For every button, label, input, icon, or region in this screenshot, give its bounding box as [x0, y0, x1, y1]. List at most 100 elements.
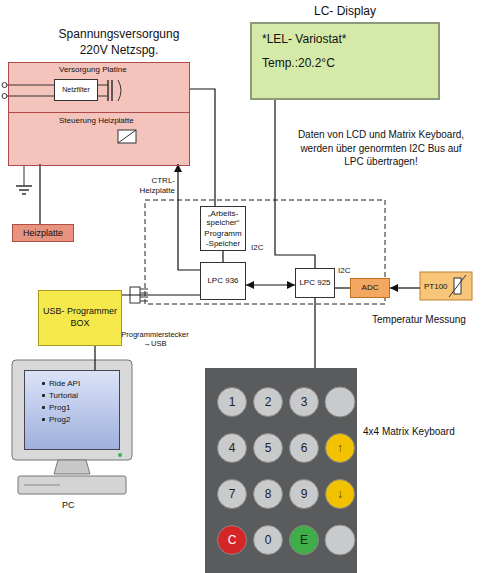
node-text: LPC 936	[203, 276, 243, 285]
heater-plate: Heizplatte	[12, 224, 74, 242]
node-text: 5	[265, 441, 272, 455]
key-button: 8	[253, 479, 283, 509]
node-text: Programm -Speicher	[203, 229, 243, 247]
connector-line	[222, 251, 223, 262]
blank-key	[325, 387, 355, 417]
usb-programmer: USB- Programmer BOX	[38, 290, 122, 346]
node-text: Steuerung Heizplatte	[9, 113, 189, 125]
monitor-bezel	[12, 360, 132, 460]
connector-line	[246, 284, 295, 285]
connector-line	[390, 287, 420, 288]
connector-label: Programmierstecker →USB	[112, 330, 198, 348]
supply-board-section: Versorgung PlatineNetzfilter	[9, 63, 189, 113]
note-text: Daten von LCD und Matrix Keyboard, werde…	[296, 128, 466, 169]
key-button: ↑	[325, 433, 355, 463]
node-text: Temp.:20.2°C	[262, 56, 428, 70]
node-text: 9	[301, 487, 308, 501]
ground-symbol	[22, 193, 26, 195]
filter-wire	[97, 85, 108, 86]
pc-screen: Ride APITurtorialProg1Prog2	[24, 370, 120, 450]
edge-label: I2C	[250, 243, 264, 252]
power-board-fill	[8, 62, 190, 166]
connector-pin	[140, 289, 148, 290]
measurement-label: Temperatur Messung	[372, 314, 466, 325]
node-text: Versorgung Platine	[9, 63, 189, 74]
key-button: C	[217, 525, 247, 555]
monitor-stand	[54, 460, 90, 474]
matrix-keyboard: 4x4 Matrix Keyboard123456↑789↓C0E	[205, 368, 357, 573]
node-text: USB- Programmer BOX	[42, 306, 118, 329]
relay-symbol	[118, 130, 136, 143]
power-supply: Spannungsversorgung 220V Netzspg.Versorg…	[8, 62, 190, 166]
key-button: 6	[289, 433, 319, 463]
node-text: Turtorial	[39, 391, 113, 400]
node-text: „Arbeits- speicher“	[203, 209, 243, 227]
node-text: Heizplatte	[23, 228, 63, 238]
node-text: Prog2	[39, 415, 113, 424]
connector-line	[178, 164, 200, 270]
key-button: 9	[289, 479, 319, 509]
node-text: 6	[301, 441, 308, 455]
key-button: ↓	[325, 479, 355, 509]
controller-region	[145, 200, 385, 304]
lc-display: LC- Display*LEL- Variostat*Temp.:20.2°C	[250, 22, 440, 100]
connector-line	[39, 164, 40, 224]
key-button: 4	[217, 433, 247, 463]
microcontroller-box: LPC 936	[200, 262, 246, 300]
temperature-sensor: PT100	[420, 272, 472, 300]
power-led	[118, 453, 122, 457]
relay-symbol	[118, 130, 136, 143]
mains-terminal	[2, 94, 7, 99]
ground-symbol	[16, 185, 32, 187]
pc-label: PC	[62, 500, 75, 510]
connector-pin	[140, 301, 148, 302]
node-text: 2	[265, 395, 272, 409]
mains-wire	[7, 96, 54, 97]
node-text: 1	[229, 395, 236, 409]
node-text: LPC 925	[298, 278, 332, 287]
node-text: PT100	[420, 282, 448, 291]
capacitor-symbol	[111, 80, 113, 101]
ground-wire	[24, 166, 25, 186]
node-text: Netzfilter	[62, 86, 90, 94]
edge-label: I2C	[337, 266, 351, 275]
node-text: ↓	[337, 487, 343, 501]
node-text: *LEL- Variostat*	[262, 32, 428, 46]
node-text: 4	[229, 441, 236, 455]
connector-line	[189, 89, 215, 206]
node-text: 0	[265, 533, 272, 547]
connector-line	[94, 346, 95, 370]
node-text: 7	[229, 487, 236, 501]
node-text: LC- Display	[252, 4, 438, 18]
node-text: ADC	[362, 283, 379, 292]
blank-key	[325, 525, 355, 555]
mains-wire	[7, 85, 54, 86]
connector-pin	[140, 297, 148, 298]
keypad-panel	[205, 368, 357, 573]
node-text: Ride API	[39, 379, 113, 388]
key-button: 0	[253, 525, 283, 555]
resistor-symbol	[449, 275, 466, 297]
sensor-box-fill	[420, 272, 472, 300]
key-button: 2	[253, 387, 283, 417]
connector-line	[314, 298, 315, 368]
key-button: 5	[253, 433, 283, 463]
filter-bracket	[118, 80, 121, 101]
connector-line	[335, 287, 350, 288]
computer-base	[18, 476, 126, 494]
filter-wire	[97, 96, 108, 97]
mains-terminal	[2, 83, 7, 88]
key-button: 1	[217, 387, 247, 417]
node-text: 3	[301, 395, 308, 409]
node-text: C	[228, 533, 237, 547]
drive-slot	[24, 485, 60, 486]
microcontroller-box: LPC 925	[295, 268, 335, 298]
ground-symbol	[19, 189, 29, 191]
key-button: 7	[217, 479, 247, 509]
connector-line	[275, 100, 315, 268]
node-text: Spannungsversorgung 220V Netzspg.	[49, 27, 189, 58]
node-text: 8	[265, 487, 272, 501]
key-button: 3	[289, 387, 319, 417]
edge-label: CTRL- Heizplatte	[128, 176, 176, 195]
